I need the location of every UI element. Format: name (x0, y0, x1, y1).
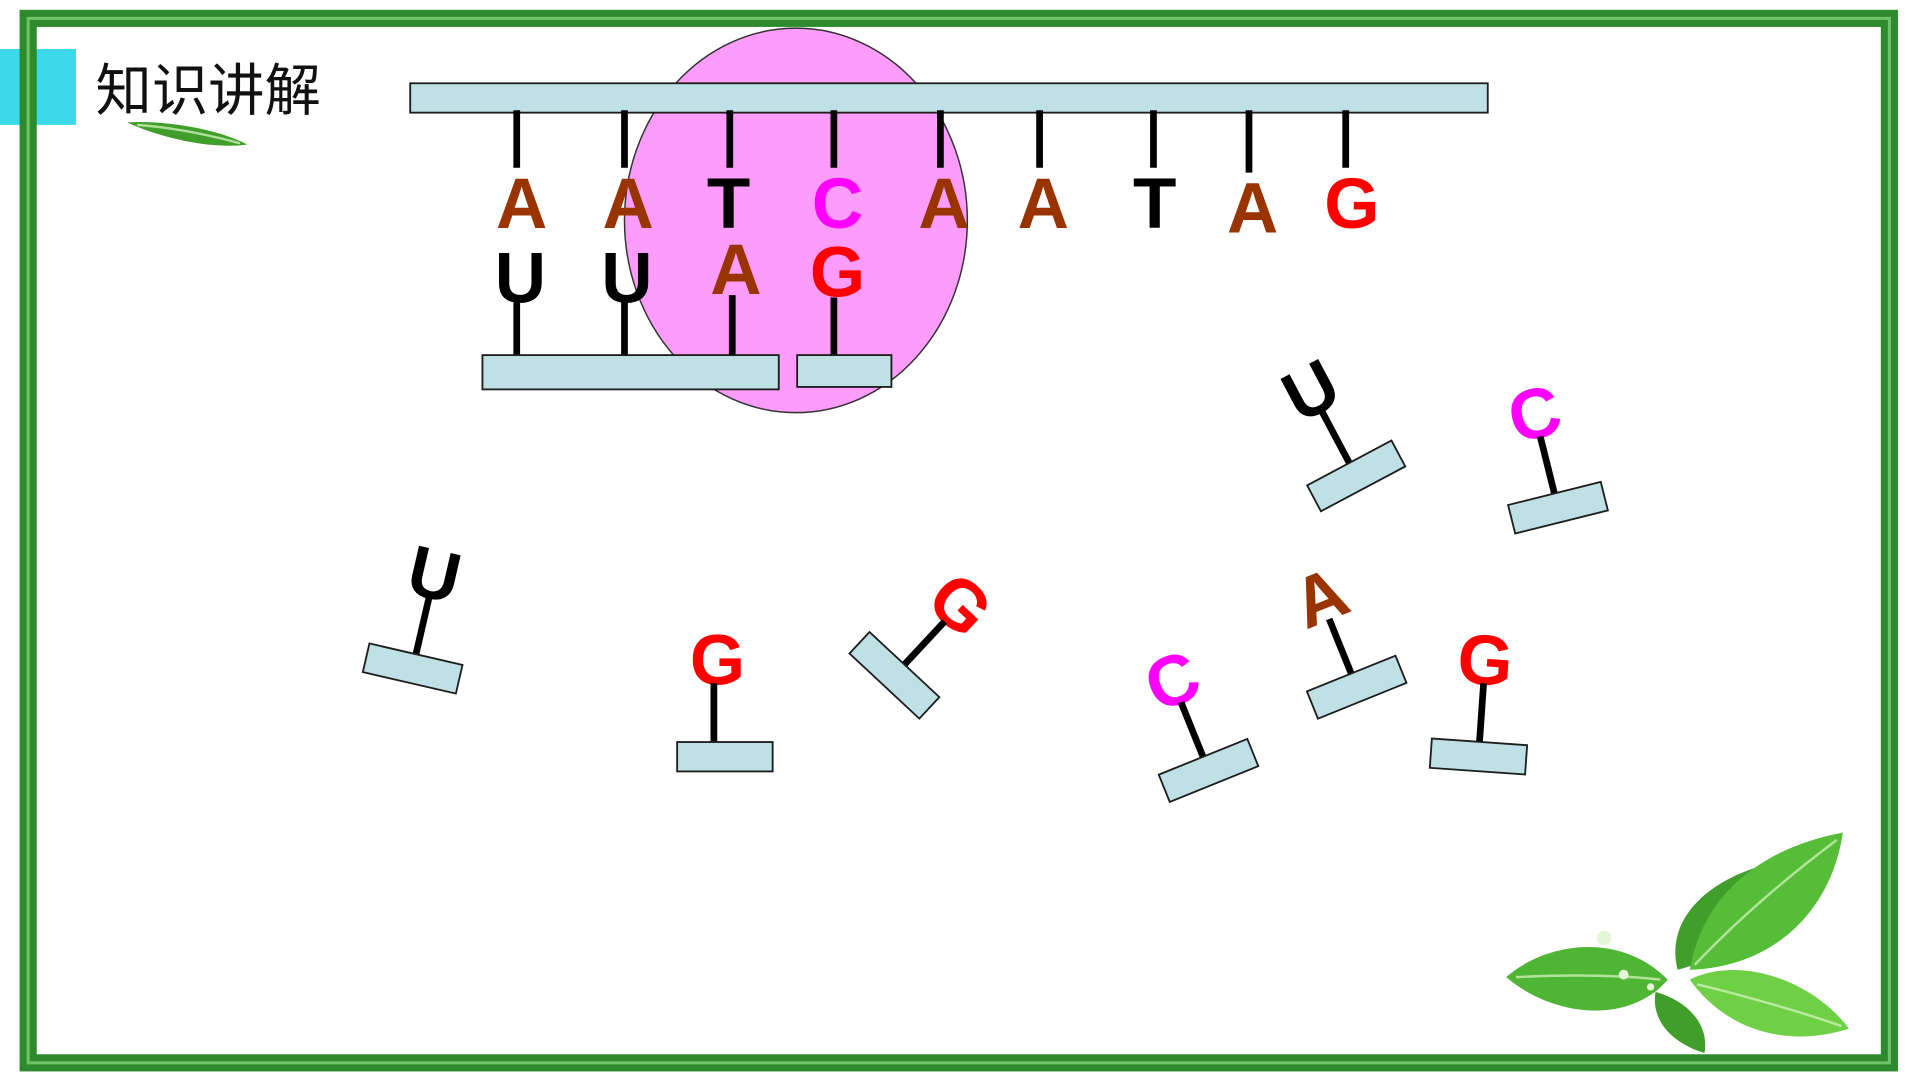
page-title: 知识讲解 (96, 59, 321, 122)
free-nucleotide-sugar-phosphate (361, 642, 464, 695)
template-nucleotide: A (603, 110, 654, 244)
free-nucleotide-stick (1318, 409, 1353, 465)
free-nucleotide-sugar-phosphate (1506, 480, 1609, 535)
rna-backbone-segment (796, 354, 893, 388)
template-nucleotide: A (918, 110, 970, 244)
free-nucleotide-stick (1177, 701, 1207, 759)
free-nucleotide-stick (1476, 682, 1487, 743)
free-nucleotide-stick (901, 619, 947, 667)
free-nucleotide: G (676, 621, 774, 773)
free-nucleotide-sugar-phosphate (1305, 654, 1408, 720)
free-nucleotide-stick (1326, 617, 1355, 675)
dew-drop (1646, 983, 1655, 991)
free-nucleotide-stick (1536, 435, 1558, 495)
leaf-icon (1689, 832, 1843, 970)
rna-base-letter: G (810, 233, 865, 312)
free-nucleotide-sugar-phosphate (676, 741, 774, 773)
rna-base-letter: A (710, 231, 761, 310)
rna-nucleotide: G (810, 233, 865, 357)
free-nucleotide-letter: G (690, 621, 745, 700)
rna-nucleotide: U (601, 239, 653, 357)
template-nucleotide: T (1133, 110, 1176, 244)
template-nucleotide: C (812, 110, 863, 244)
rna-polymerase-ellipse (623, 27, 969, 414)
template-base-letter: T (1133, 165, 1176, 244)
rna-backbone-segment (481, 354, 780, 391)
template-base-letter: C (812, 165, 863, 244)
template-base-letter: G (1324, 165, 1379, 244)
template-nucleotide: T (707, 110, 750, 244)
template-nucleotide: A (1227, 110, 1278, 249)
leaf-icon (1506, 947, 1668, 1011)
rna-base-letter: U (495, 239, 546, 318)
template-base-letter: A (603, 165, 654, 244)
template-nucleotide: A (496, 110, 547, 244)
template-nucleotide: G (1324, 110, 1379, 244)
dew-drop (1618, 969, 1629, 980)
rna-nucleotide: A (710, 231, 762, 357)
free-nucleotide: C (1500, 370, 1609, 535)
dna-template-backbone (409, 82, 1489, 114)
leaf-icon (127, 121, 248, 146)
free-nucleotide-sugar-phosphate (1305, 439, 1407, 513)
template-base-letter: T (707, 165, 750, 244)
free-nucleotide-stick (412, 596, 433, 655)
leaf-icon (1654, 991, 1706, 1054)
title-accent-block (0, 48, 76, 125)
dew-drop (1596, 930, 1612, 946)
free-nucleotide-sugar-phosphate (1428, 737, 1529, 776)
free-nucleotide-sugar-phosphate (848, 630, 941, 720)
template-base-letter: A (1227, 170, 1278, 249)
free-nucleotide-sugar-phosphate (1157, 737, 1260, 804)
template-base-letter: A (918, 165, 969, 244)
template-nucleotide: A (1018, 110, 1069, 244)
slide-frame-inner-line (26, 16, 1891, 1065)
leaf-cluster-icon (1506, 832, 1849, 1054)
rna-nucleotide: U (495, 239, 546, 357)
free-nucleotide: G (1428, 620, 1529, 776)
template-base-letter: A (1018, 165, 1069, 244)
template-base-letter: A (496, 165, 547, 244)
